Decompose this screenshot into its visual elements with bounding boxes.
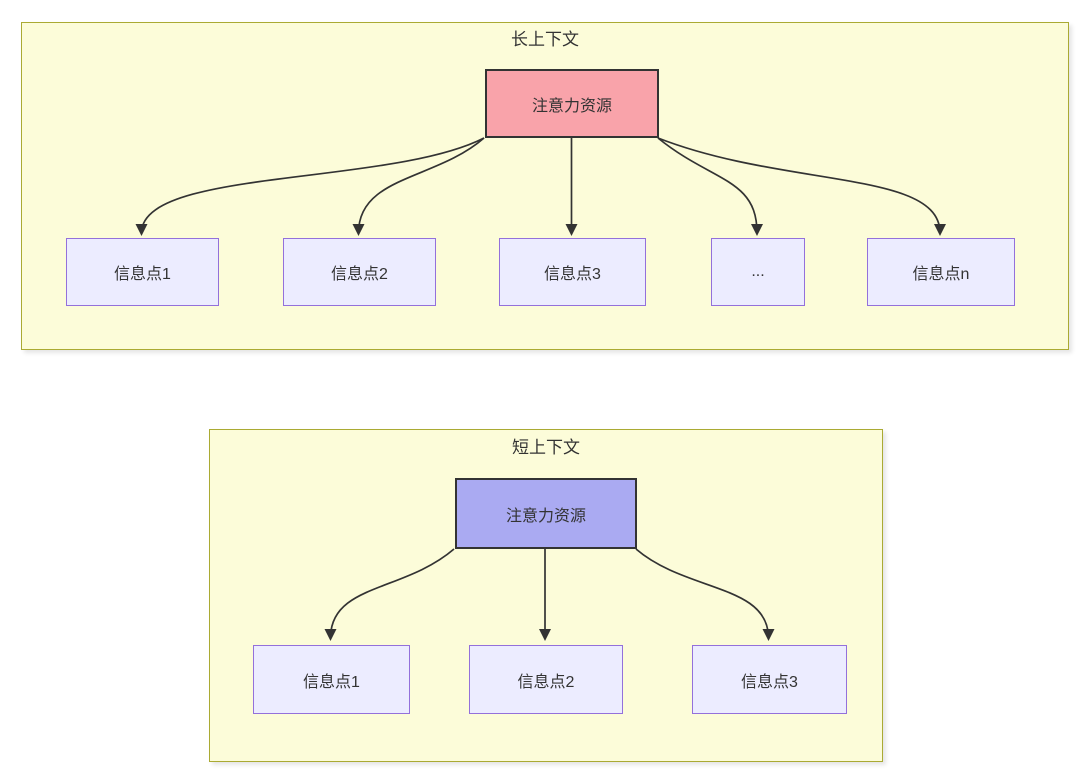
attention-node-short: 注意力资源 (455, 478, 637, 549)
short-context-title: 短上下文 (512, 438, 580, 457)
short-context-container: 短上下文 注意力资源 信息点1 信息点2 信息点3 (209, 429, 883, 762)
info-node-short-1: 信息点1 (253, 645, 410, 714)
long-context-container: 长上下文 注意力资源 信息点1 信息点2 信息点3 ... 信息点n (21, 22, 1069, 350)
info-node-long-1: 信息点1 (66, 238, 219, 306)
long-context-title: 长上下文 (511, 30, 579, 49)
info-node-short-2: 信息点2 (469, 645, 623, 714)
info-node-long-2: 信息点2 (283, 238, 436, 306)
info-node-long-ellipsis: ... (711, 238, 805, 306)
attention-node-long: 注意力资源 (485, 69, 659, 138)
info-node-short-3: 信息点3 (692, 645, 847, 714)
info-node-long-3: 信息点3 (499, 238, 646, 306)
info-node-long-n: 信息点n (867, 238, 1015, 306)
